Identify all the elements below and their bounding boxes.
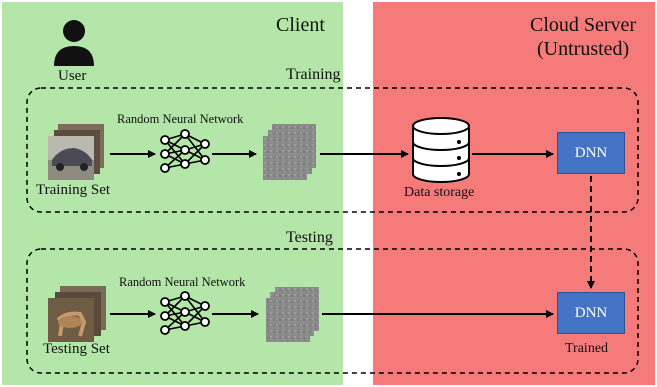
user-label: User <box>58 68 87 84</box>
dnn-label: DNN <box>574 144 608 161</box>
testing-label: Testing <box>286 229 333 246</box>
neural-network-icon <box>160 291 210 335</box>
server-title-line2: (Untrusted) <box>537 38 630 60</box>
neural-network-icon <box>160 129 210 173</box>
training-label: Training <box>286 66 341 83</box>
testing-image-stack <box>48 286 106 342</box>
noise-image-stack-icon <box>266 287 319 342</box>
dnn-box-training: DNN <box>557 132 625 174</box>
user-icon <box>54 20 94 66</box>
storage-label: Data storage <box>404 185 475 200</box>
training-network-label: Random Neural Network <box>117 112 244 126</box>
training-dashed-box <box>26 87 639 213</box>
trained-label: Trained <box>565 341 609 356</box>
database-icon <box>412 117 470 183</box>
training-set-label: Training Set <box>36 182 111 198</box>
server-title-line1: Cloud Server <box>530 14 637 36</box>
noise-image-stack-icon <box>263 124 316 180</box>
testing-set-label: Testing Set <box>43 341 110 357</box>
client-title: Client <box>276 14 325 36</box>
testing-dashed-box <box>26 248 639 374</box>
training-image-stack <box>48 124 104 180</box>
dnn-box-testing: DNN <box>557 292 625 334</box>
testing-network-label: Random Neural Network <box>119 275 246 289</box>
dnn-label: DNN <box>574 304 608 321</box>
